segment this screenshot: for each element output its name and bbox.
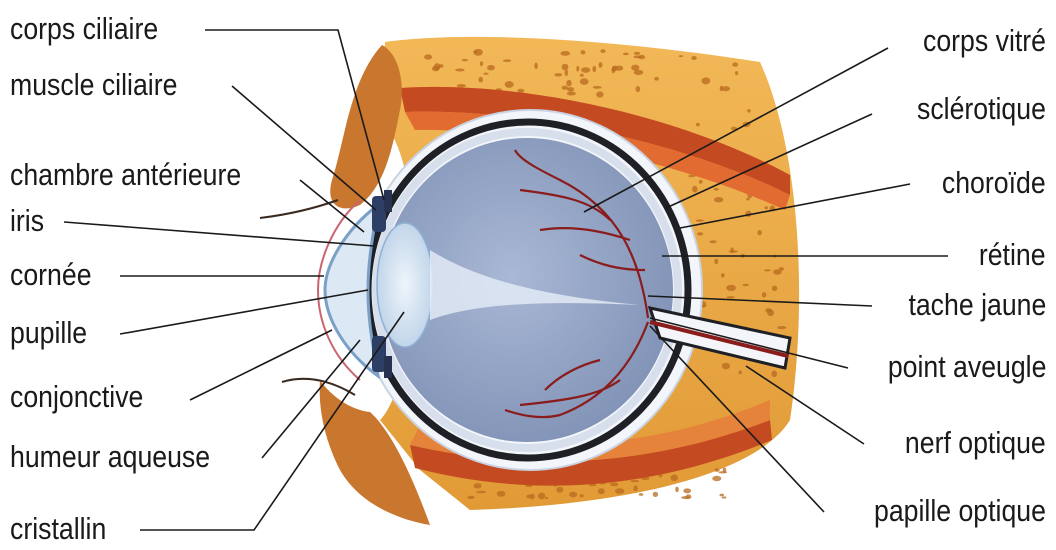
leader-iris — [64, 222, 374, 246]
label-choroide: choroïde — [942, 166, 1046, 200]
label-papille-optique: papille optique — [874, 494, 1046, 528]
leader-muscle-ciliaire — [232, 86, 376, 210]
label-corps-vitre: corps vitré — [923, 24, 1046, 58]
leader-pupille — [120, 290, 368, 334]
leader-cristallin — [140, 312, 404, 530]
label-muscle-ciliaire: muscle ciliaire — [10, 68, 177, 102]
label-iris: iris — [10, 204, 44, 238]
leader-point-aveugle — [650, 318, 848, 368]
leader-papille-optique — [650, 326, 824, 512]
leader-choroide — [680, 184, 910, 228]
leader-nerf-optique — [746, 366, 864, 444]
label-tache-jaune: tache jaune — [908, 288, 1046, 322]
leader-conjonctive — [190, 330, 332, 400]
label-cornee: cornée — [10, 258, 92, 292]
label-cristallin: cristallin — [10, 512, 106, 546]
leader-chambre-anterieure — [300, 180, 364, 232]
label-conjonctive: conjonctive — [10, 380, 143, 414]
leader-sclerotique — [666, 114, 872, 208]
label-sclerotique: sclérotique — [917, 92, 1046, 126]
label-chambre-anterieure: chambre antérieure — [10, 158, 241, 192]
label-humeur-aqueuse: humeur aqueuse — [10, 440, 210, 474]
label-corps-ciliaire: corps ciliaire — [10, 12, 158, 46]
label-point-aveugle: point aveugle — [887, 350, 1046, 384]
leader-tache-jaune — [648, 296, 872, 306]
label-nerf-optique: nerf optique — [905, 426, 1046, 460]
label-pupille: pupille — [10, 316, 87, 350]
leader-corps-vitre — [584, 48, 888, 212]
label-retine: rétine — [979, 238, 1046, 272]
